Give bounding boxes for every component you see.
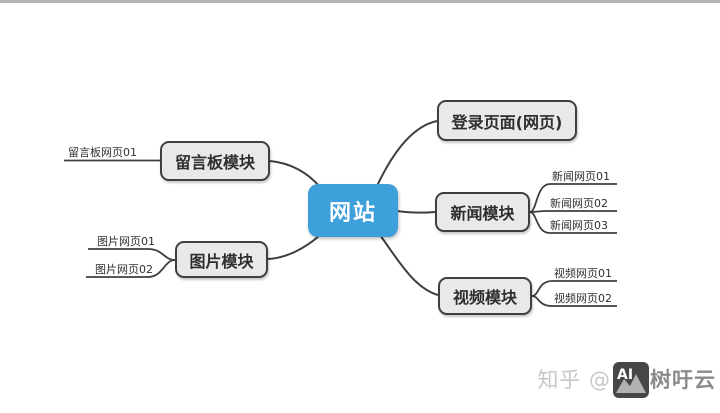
node-website[interactable]: 网站 xyxy=(308,184,398,237)
watermark-username: 树吁云 xyxy=(650,367,716,392)
leaf-image-page-02[interactable]: 图片网页02 xyxy=(95,263,153,276)
leaf-news-page-03[interactable]: 新闻网页03 xyxy=(550,219,608,232)
node-image-module[interactable]: 图片模块 xyxy=(175,241,268,278)
leaf-news-page-02[interactable]: 新闻网页02 xyxy=(550,197,608,210)
node-message-board-module-label: 留言板模块 xyxy=(174,153,255,172)
node-video-module[interactable]: 视频模块 xyxy=(438,277,532,315)
node-video-module-label: 视频模块 xyxy=(452,288,517,307)
node-news-module-label: 新闻模块 xyxy=(450,204,515,223)
watermark-site: 知乎 @ xyxy=(537,367,611,392)
node-login-page[interactable]: 登录页面(网页) xyxy=(437,100,577,141)
link-image-page01 xyxy=(88,248,176,261)
node-news-module[interactable]: 新闻模块 xyxy=(435,192,530,232)
node-image-module-label: 图片模块 xyxy=(189,251,254,271)
leaf-video-page-02[interactable]: 视频网页02 xyxy=(554,292,612,305)
leaf-image-page-01[interactable]: 图片网页01 xyxy=(97,235,155,248)
ai-icon-text: AI xyxy=(617,367,633,383)
leaf-video-page-01[interactable]: 视频网页01 xyxy=(554,267,612,280)
link-center-news xyxy=(396,210,436,214)
link-video-page02 xyxy=(531,295,617,307)
window-top-edge xyxy=(0,0,720,3)
ai-image-icon: AI xyxy=(613,362,649,398)
link-news-page02 xyxy=(529,210,617,213)
link-news-page01 xyxy=(529,183,617,213)
node-website-label: 网站 xyxy=(328,200,377,226)
node-login-page-label: 登录页面(网页) xyxy=(451,112,563,132)
watermark: 知乎 @ AI 树吁云 xyxy=(537,362,716,398)
link-center-video xyxy=(379,234,439,296)
link-center-image xyxy=(267,235,320,260)
link-center-message xyxy=(269,160,321,188)
link-center-login xyxy=(376,120,438,187)
leaf-message-page-01[interactable]: 留言板网页01 xyxy=(68,146,137,159)
node-message-board-module[interactable]: 留言板模块 xyxy=(160,141,270,181)
leaf-news-page-01[interactable]: 新闻网页01 xyxy=(552,170,610,183)
link-news-page03 xyxy=(529,211,617,234)
link-image-page02 xyxy=(86,259,176,278)
